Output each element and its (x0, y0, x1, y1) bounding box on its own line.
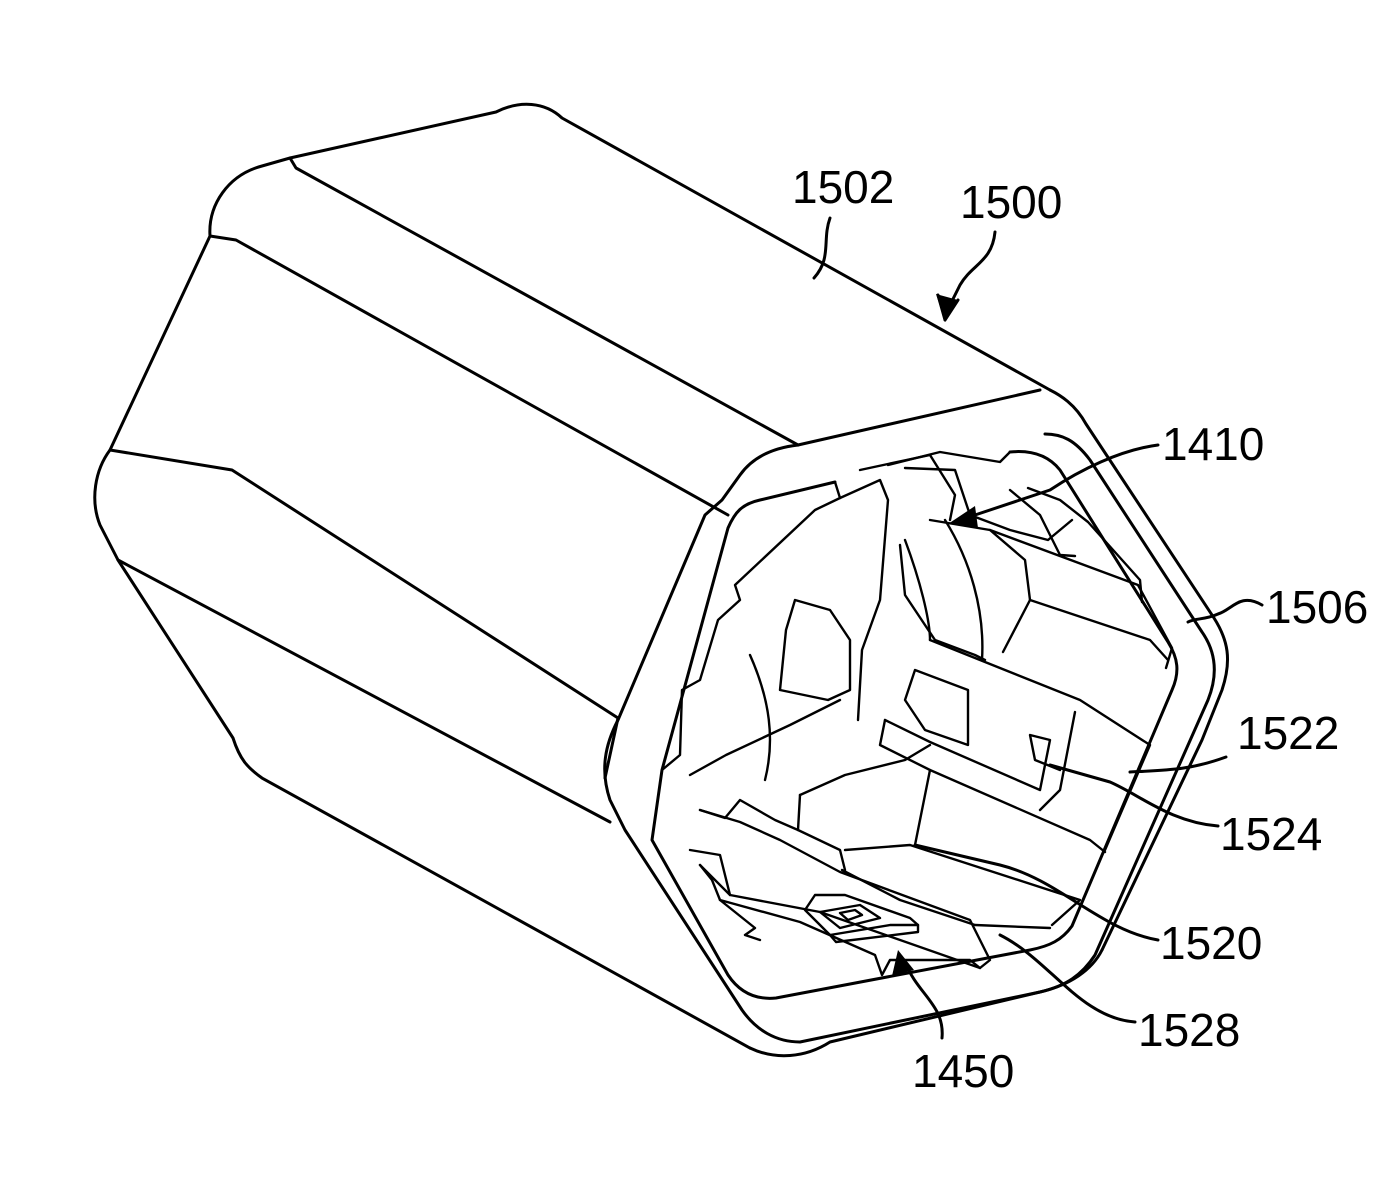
internal-structure (662, 452, 1172, 975)
label-1500: 1500 (960, 176, 1062, 228)
front-frame-outer (605, 434, 1215, 1042)
leader-1410 (960, 445, 1158, 520)
housing-outline (95, 104, 1228, 1055)
label-1522: 1522 (1237, 707, 1339, 759)
label-1450: 1450 (912, 1045, 1014, 1097)
leader-1502 (814, 218, 830, 278)
leader-1450 (905, 962, 942, 1038)
leader-1524 (1050, 765, 1218, 826)
label-1528: 1528 (1138, 1004, 1240, 1056)
label-1506: 1506 (1266, 581, 1368, 633)
leader-1528 (1000, 935, 1135, 1022)
label-1520: 1520 (1160, 917, 1262, 969)
reference-labels: 1502 1500 1410 1506 1522 1524 1520 1528 … (792, 161, 1368, 1097)
label-1524: 1524 (1220, 808, 1322, 860)
label-1502: 1502 (792, 161, 894, 213)
leader-lines (814, 218, 1262, 1038)
label-1410: 1410 (1162, 418, 1264, 470)
leader-1506 (1188, 600, 1262, 622)
